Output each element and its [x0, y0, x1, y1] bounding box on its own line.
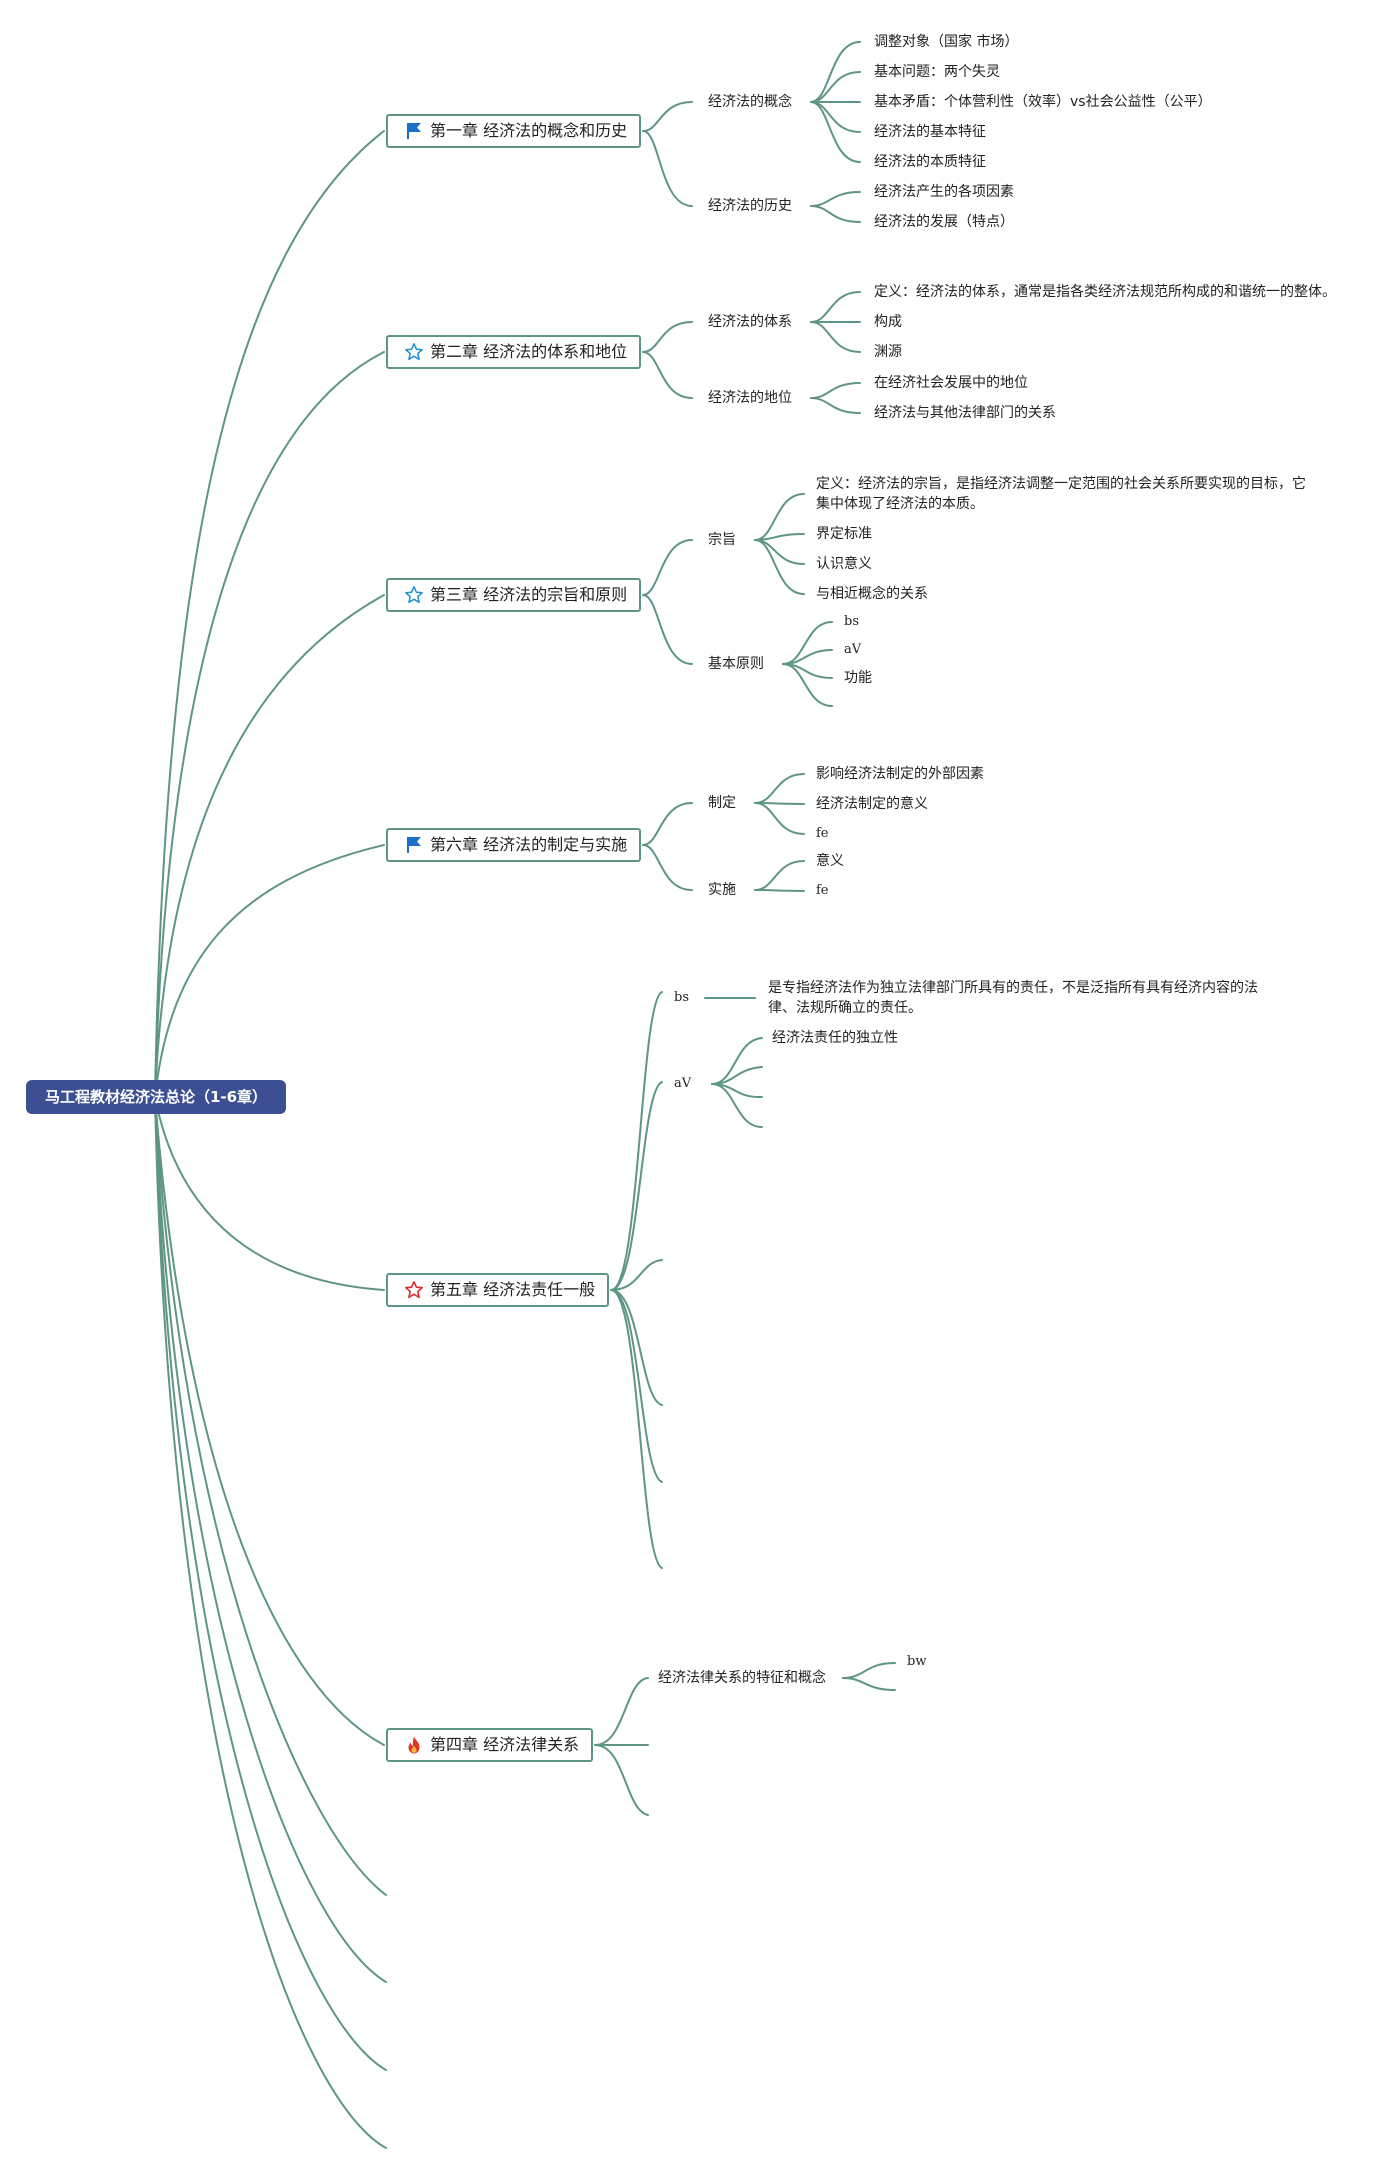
- leaf-4-1-1[interactable]: bw: [907, 1654, 927, 1669]
- flag-icon: [404, 121, 424, 141]
- leaf-3-1-4[interactable]: 与相近概念的关系: [816, 586, 928, 602]
- leaf-1-1-2[interactable]: 基本问题：两个失灵: [874, 64, 1000, 80]
- leaf-1-2-1[interactable]: 经济法产生的各项因素: [874, 184, 1014, 200]
- leaf-2-1-3[interactable]: 渊源: [874, 344, 902, 360]
- branch-6-2[interactable]: 实施: [708, 882, 736, 898]
- leaf-2-1-1[interactable]: 定义：经济法的体系，通常是指各类经济法规范所构成的和谐统一的整体。: [874, 284, 1336, 300]
- chapter-4-topic[interactable]: 第四章 经济法律关系: [386, 1728, 594, 1762]
- flag-icon: [404, 835, 424, 855]
- branch-1-2[interactable]: 经济法的历史: [708, 198, 792, 214]
- leaf-3-1-3[interactable]: 认识意义: [816, 556, 872, 572]
- fire-icon: [404, 1735, 424, 1755]
- leaf-6-1-2[interactable]: 经济法制定的意义: [816, 796, 928, 812]
- branch-3-1[interactable]: 宗旨: [708, 532, 736, 548]
- chapter-3-topic[interactable]: 第三章 经济法的宗旨和原则: [386, 578, 642, 612]
- leaf-2-1-2[interactable]: 构成: [874, 314, 902, 330]
- branch-4-1[interactable]: 经济法律关系的特征和概念: [658, 1670, 826, 1686]
- chapter-6-topic[interactable]: 第六章 经济法的制定与实施: [386, 828, 642, 862]
- leaf-6-2-2[interactable]: fe: [816, 883, 829, 898]
- star-outline-icon: [404, 342, 424, 362]
- branch-5-1[interactable]: bs: [674, 990, 689, 1005]
- leaf-3-2-1[interactable]: bs: [844, 614, 859, 629]
- leaf-1-2-2[interactable]: 经济法的发展（特点）: [874, 214, 1014, 230]
- leaf-3-2-3[interactable]: 功能: [844, 670, 872, 686]
- branch-6-1[interactable]: 制定: [708, 795, 736, 811]
- chapter-5-label: 第五章 经济法责任一般: [430, 1280, 596, 1299]
- leaf-1-1-3[interactable]: 基本矛盾：个体营利性（效率）vs社会公益性（公平）: [874, 94, 1212, 110]
- chapter-2-topic[interactable]: 第二章 经济法的体系和地位: [386, 335, 642, 369]
- chapter-3-label: 第三章 经济法的宗旨和原则: [430, 585, 628, 604]
- branch-5-2[interactable]: aV: [674, 1076, 692, 1091]
- leaf-2-2-2[interactable]: 经济法与其他法律部门的关系: [874, 405, 1056, 421]
- chapter-1-topic[interactable]: 第一章 经济法的概念和历史: [386, 114, 642, 148]
- branch-1-1[interactable]: 经济法的概念: [708, 94, 792, 110]
- leaf-6-1-1[interactable]: 影响经济法制定的外部因素: [816, 766, 984, 782]
- leaf-5-2-1[interactable]: 经济法责任的独立性: [772, 1030, 898, 1046]
- chapter-5-topic[interactable]: 第五章 经济法责任一般: [386, 1273, 610, 1307]
- chapter-6-label: 第六章 经济法的制定与实施: [430, 835, 628, 854]
- chapter-4-label: 第四章 经济法律关系: [430, 1735, 580, 1754]
- leaf-6-2-1[interactable]: 意义: [816, 853, 844, 869]
- branch-2-1[interactable]: 经济法的体系: [708, 314, 792, 330]
- leaf-1-1-1[interactable]: 调整对象（国家 市场）: [874, 34, 1019, 50]
- leaf-2-2-1[interactable]: 在经济社会发展中的地位: [874, 375, 1028, 391]
- leaf-1-1-5[interactable]: 经济法的本质特征: [874, 154, 986, 170]
- star-red-icon: [404, 1280, 424, 1300]
- leaf-3-2-2[interactable]: aV: [844, 642, 862, 657]
- chapter-1-label: 第一章 经济法的概念和历史: [430, 121, 628, 140]
- leaf-3-1-1[interactable]: 定义：经济法的宗旨，是指经济法调整一定范围的社会关系所要实现的目标，它集中体现了…: [816, 476, 1306, 512]
- chapter-2-label: 第二章 经济法的体系和地位: [430, 342, 628, 361]
- branch-2-2[interactable]: 经济法的地位: [708, 390, 792, 406]
- leaf-6-1-3[interactable]: fe: [816, 826, 829, 841]
- leaf-1-1-4[interactable]: 经济法的基本特征: [874, 124, 986, 140]
- star-outline-icon: [404, 585, 424, 605]
- branch-3-2[interactable]: 基本原则: [708, 656, 764, 672]
- leaf-5-1-1[interactable]: 是专指经济法作为独立法律部门所具有的责任，不是泛指所有具有经济内容的法律、法规所…: [768, 980, 1258, 1016]
- leaf-3-1-2[interactable]: 界定标准: [816, 526, 872, 542]
- root-topic[interactable]: 马工程教材经济法总论（1-6章）: [26, 1080, 286, 1114]
